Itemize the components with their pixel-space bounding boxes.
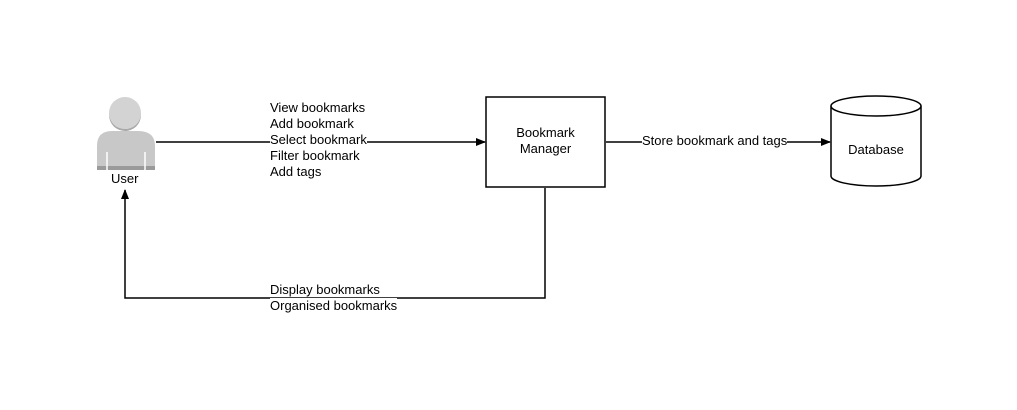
flow-label-line: Organised bookmarks bbox=[270, 298, 398, 314]
flow-label-line: Add bookmark bbox=[270, 116, 354, 131]
flow-label-line: Filter bookmark bbox=[270, 148, 360, 163]
flow-label-manager-to-database: Store bookmark and tags bbox=[642, 133, 788, 149]
process-label: Bookmark Manager bbox=[486, 125, 605, 157]
datastore-label: Database bbox=[848, 142, 904, 157]
database-cylinder-icon bbox=[830, 95, 922, 187]
process-box bbox=[485, 96, 606, 188]
process-label-line-1: Bookmark bbox=[516, 125, 575, 140]
flow-label-user-to-manager: View bookmarks Add bookmark Select bookm… bbox=[270, 100, 367, 180]
process-label-line-2: Manager bbox=[519, 141, 572, 156]
flow-label-line: View bookmarks bbox=[270, 100, 366, 115]
flow-label-line: Select bookmark bbox=[270, 132, 367, 148]
flow-label-manager-to-user: Display bookmarks Organised bookmarks bbox=[270, 282, 398, 314]
flow-label-line: Add tags bbox=[270, 164, 322, 179]
actor-label: User bbox=[111, 171, 139, 186]
flow-label-line: Display bookmarks bbox=[270, 282, 380, 297]
person-icon bbox=[97, 97, 155, 170]
